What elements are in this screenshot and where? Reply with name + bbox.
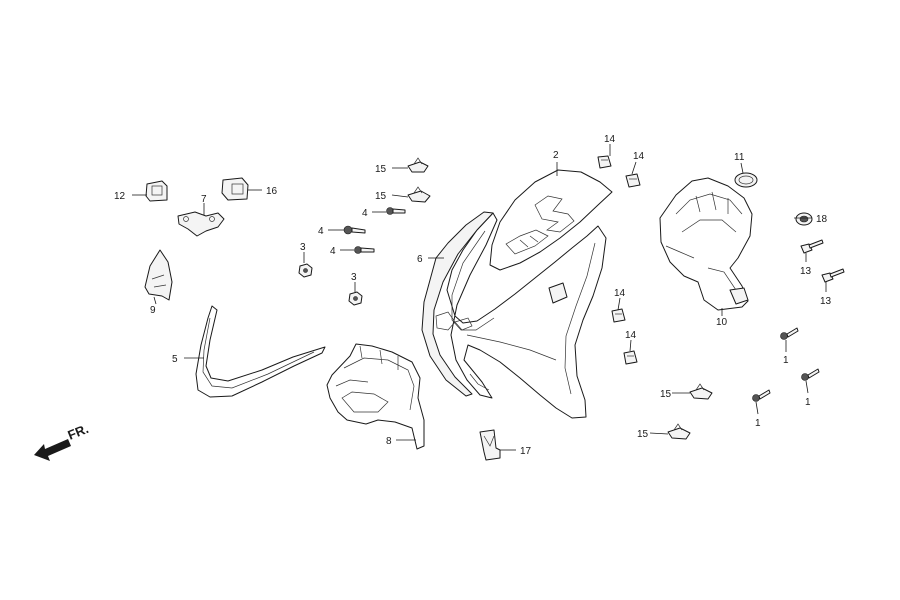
callout-2: 2 bbox=[553, 150, 559, 161]
callout-18: 18 bbox=[816, 214, 828, 225]
part-1-screw-a bbox=[780, 327, 799, 340]
part-1-screw-c bbox=[752, 389, 771, 402]
callout-15-b: 15 bbox=[375, 191, 387, 202]
leader-lines bbox=[132, 144, 827, 451]
part-12-bracket bbox=[145, 180, 168, 202]
part-9-bracket bbox=[144, 249, 173, 301]
part-3-nut-b bbox=[348, 291, 363, 306]
part-15-clip-d bbox=[667, 423, 691, 440]
part-13-bolt-b bbox=[821, 268, 845, 283]
part-1-screw-b bbox=[801, 368, 820, 381]
part-15-clip-a bbox=[407, 157, 429, 173]
callout-12: 12 bbox=[114, 191, 126, 202]
callout-3-b: 3 bbox=[351, 272, 357, 283]
part-3-nut-a bbox=[298, 263, 313, 278]
callout-15-d: 15 bbox=[637, 429, 649, 440]
callout-1-b: 1 bbox=[805, 397, 811, 408]
part-13-bolt-a bbox=[800, 239, 824, 254]
part-4-screw-c bbox=[354, 246, 375, 254]
callout-13-a: 13 bbox=[800, 266, 812, 277]
callout-5: 5 bbox=[172, 354, 178, 365]
part-6-front-cover bbox=[435, 212, 607, 419]
callout-9: 9 bbox=[150, 305, 156, 316]
part-14-clip-nut-a bbox=[597, 155, 612, 169]
callout-8: 8 bbox=[386, 436, 392, 447]
front-direction-indicator: FR. bbox=[34, 421, 91, 461]
front-label: FR. bbox=[66, 421, 91, 443]
part-15-clip-b bbox=[407, 186, 431, 203]
part-15-clip-c bbox=[689, 383, 713, 400]
callout-6: 6 bbox=[417, 254, 423, 265]
part-2-upper-panel bbox=[489, 169, 613, 271]
part-16-bracket bbox=[221, 177, 249, 201]
callout-15-a: 15 bbox=[375, 164, 387, 175]
part-10-inner-box bbox=[659, 177, 753, 311]
arrow-left-down-icon bbox=[34, 439, 71, 461]
callout-7: 7 bbox=[201, 194, 207, 205]
part-4-screw-a bbox=[343, 225, 366, 235]
callout-4-a: 4 bbox=[318, 226, 324, 237]
part-14-clip-nut-c bbox=[611, 308, 626, 323]
callout-14-c: 14 bbox=[614, 288, 626, 299]
part-11-cap bbox=[734, 172, 758, 188]
callout-labels: 12 16 7 9 5 3 3 4 4 4 15 15 15 15 6 2 8 … bbox=[114, 134, 832, 457]
part-7-stay bbox=[177, 211, 225, 237]
callout-4-c: 4 bbox=[330, 246, 336, 257]
part-8-inner-panel bbox=[326, 343, 425, 450]
callout-16: 16 bbox=[266, 186, 278, 197]
part-4-screw-b bbox=[386, 207, 406, 215]
part-5-trim-strip bbox=[195, 305, 326, 398]
callout-14-b: 14 bbox=[633, 151, 645, 162]
callout-10: 10 bbox=[716, 317, 728, 328]
callout-17: 17 bbox=[520, 446, 532, 457]
part-17-hook bbox=[479, 429, 501, 461]
callout-13-b: 13 bbox=[820, 296, 832, 307]
callout-11: 11 bbox=[734, 152, 745, 163]
callout-1-a: 1 bbox=[783, 355, 789, 366]
callout-3-a: 3 bbox=[300, 242, 306, 253]
part-14-clip-nut-b bbox=[625, 173, 641, 188]
part-18-grommet bbox=[795, 212, 813, 226]
callout-14-a: 14 bbox=[604, 134, 616, 145]
callout-4-b: 4 bbox=[362, 208, 368, 219]
callout-1-c: 1 bbox=[755, 418, 761, 429]
callout-14-d: 14 bbox=[625, 330, 637, 341]
callout-15-c: 15 bbox=[660, 389, 672, 400]
part-14-clip-nut-d bbox=[623, 350, 638, 365]
